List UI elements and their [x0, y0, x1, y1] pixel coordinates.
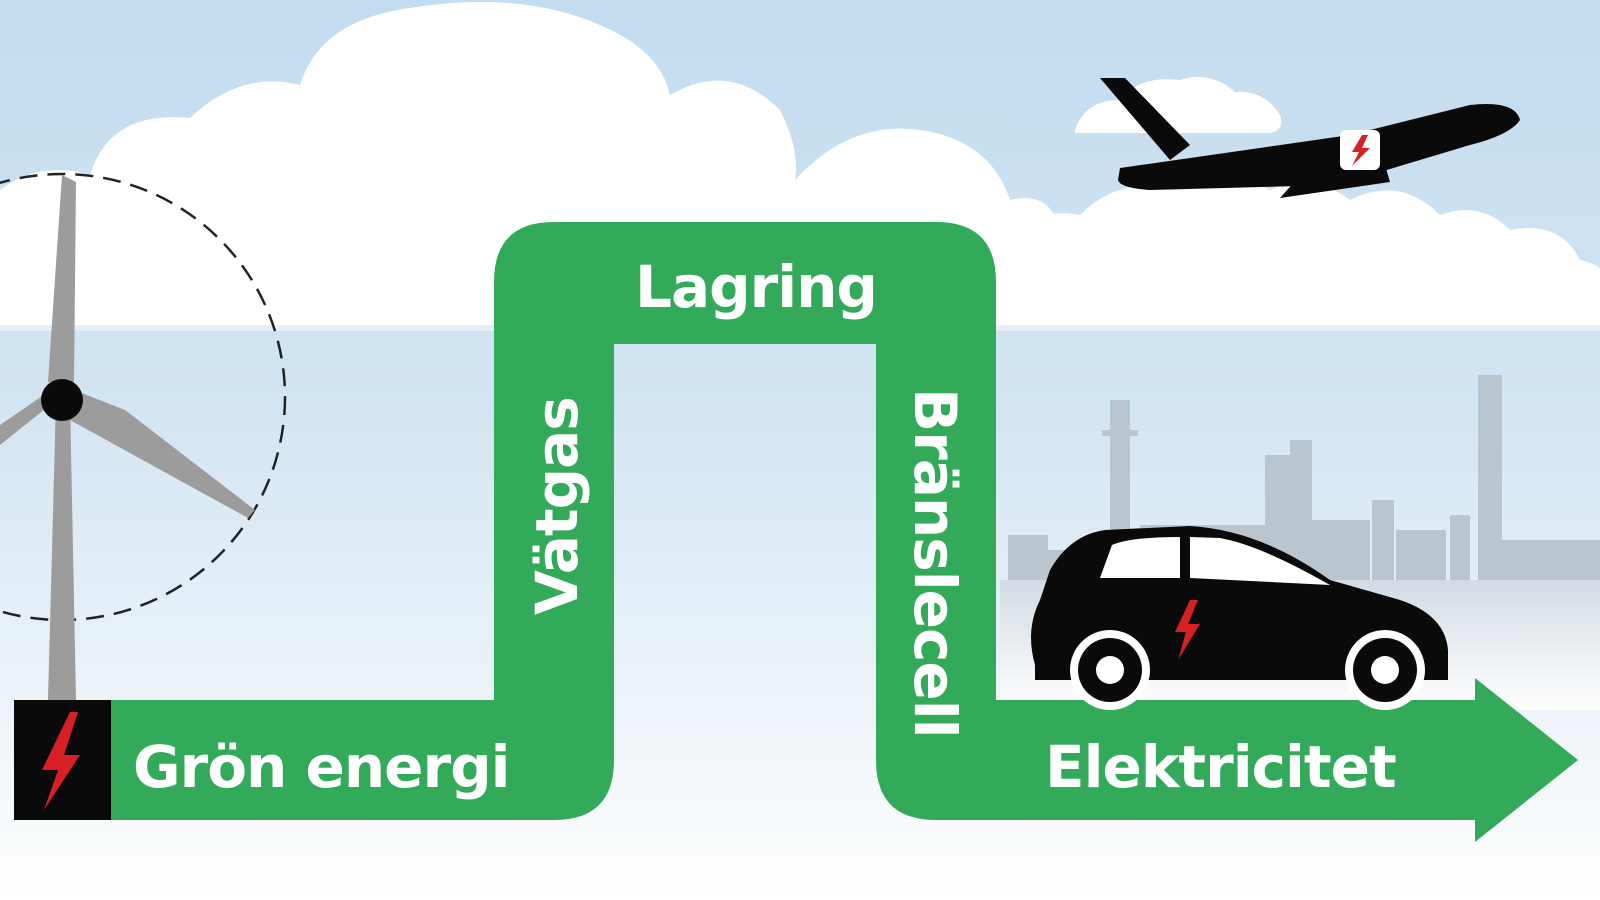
flow-path [100, 222, 1578, 842]
flow-segment-green-energy [100, 222, 1578, 842]
wind-turbine-icon [0, 175, 255, 700]
turbine-blade-left [0, 392, 50, 445]
label-fuel-cell: Bränslecell [901, 388, 969, 737]
car-lightning-icon [1175, 600, 1200, 660]
cloud-small [1075, 76, 1282, 133]
lightning-icon [42, 712, 80, 810]
label-electricity: Elektricitet [1045, 733, 1396, 801]
power-box [14, 700, 111, 820]
turbine-tower [48, 400, 76, 700]
turbine-blade-right [70, 390, 255, 518]
turbine-blade-top [48, 175, 76, 382]
turbine-hub [41, 379, 83, 421]
cloud-right [980, 175, 1600, 325]
label-storage: Lagring [635, 253, 877, 321]
car-window-front [1100, 537, 1180, 578]
car-window-rear [1190, 537, 1330, 585]
label-hydrogen: Vätgas [523, 397, 591, 615]
airplane-icon [1100, 78, 1520, 198]
label-green-energy: Grön energi [133, 733, 510, 801]
car-icon [1031, 526, 1448, 710]
